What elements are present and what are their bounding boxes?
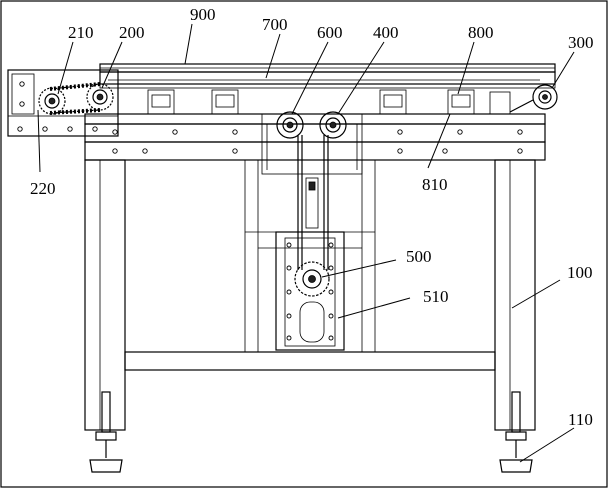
drive-chain (38, 82, 114, 115)
reference-labels: 900 700 600 400 800 300 210 200 220 810 … (30, 5, 594, 429)
conveyor-belt (99, 63, 556, 89)
label-510: 510 (423, 287, 449, 306)
label-100: 100 (567, 263, 593, 282)
label-110: 110 (568, 410, 593, 429)
label-810: 810 (422, 175, 448, 194)
upper-frame (84, 113, 546, 161)
bearing-blocks (147, 89, 511, 115)
label-700: 700 (262, 15, 288, 34)
label-210: 210 (68, 23, 94, 42)
label-200: 200 (119, 23, 145, 42)
main-frame (84, 159, 536, 431)
tension-rollers (261, 111, 363, 175)
leader-lines (37, 23, 575, 463)
label-300: 300 (568, 33, 594, 52)
tail-roller (509, 84, 558, 113)
label-800: 800 (468, 23, 494, 42)
label-400: 400 (373, 23, 399, 42)
leveling-feet (89, 391, 533, 473)
drive-housing (7, 69, 119, 137)
label-220: 220 (30, 179, 56, 198)
label-500: 500 (406, 247, 432, 266)
label-600: 600 (317, 23, 343, 42)
motor-plate (275, 231, 345, 351)
label-900: 900 (190, 5, 216, 24)
belt-loop (297, 135, 329, 270)
